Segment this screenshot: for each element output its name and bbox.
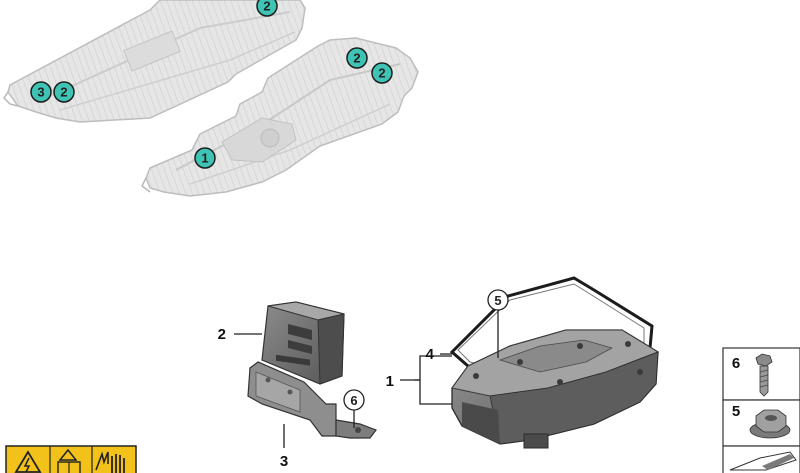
tray-callout-1: 2 — [256, 0, 278, 17]
tray-callout-5: 2 — [371, 62, 393, 84]
tray-callout-3: 2 — [53, 81, 75, 103]
tray-callout-label: 3 — [37, 85, 44, 100]
tray-callout-label: 2 — [263, 0, 270, 14]
warning-icons — [5, 445, 137, 473]
partial-part-icon — [729, 451, 797, 471]
bolt-icon — [755, 353, 773, 397]
circled-ref-nut: 5 — [487, 289, 509, 311]
circled-ref-bolt-label: 6 — [350, 393, 357, 408]
tray-callouts: 2 3 2 2 2 1 — [30, 0, 393, 169]
tray-callout-label: 2 — [353, 51, 360, 66]
legend-number-bolt: 6 — [732, 355, 740, 372]
label-ecu: 2 — [218, 326, 226, 343]
label-housing: 1 — [386, 373, 394, 390]
label-bracket: 3 — [280, 453, 288, 470]
tray-callout-2: 3 — [30, 81, 52, 103]
tray-callout-label: 1 — [201, 151, 208, 166]
leader-lines — [234, 310, 499, 448]
control-housing — [451, 329, 660, 449]
flange-nut-icon — [749, 409, 791, 439]
mounting-bracket — [247, 361, 377, 439]
tray-callout-6: 1 — [194, 147, 216, 169]
tray-callout-4: 2 — [346, 47, 368, 69]
legend-number-nut: 5 — [732, 403, 740, 420]
circled-ref-nut-label: 5 — [494, 293, 501, 308]
label-gasket: 4 — [426, 346, 435, 363]
warning-triangle-icon — [14, 450, 42, 473]
tray-callout-label: 2 — [378, 66, 385, 81]
circled-ref-bolt: 6 — [343, 389, 365, 411]
caution-hand-icon — [95, 451, 125, 473]
hardware-legend: 6 5 — [722, 347, 800, 473]
manual-book-icon — [57, 448, 81, 473]
tray-callout-label: 2 — [60, 85, 67, 100]
control-unit-module — [261, 301, 345, 385]
upper-tray-left — [3, 0, 306, 123]
